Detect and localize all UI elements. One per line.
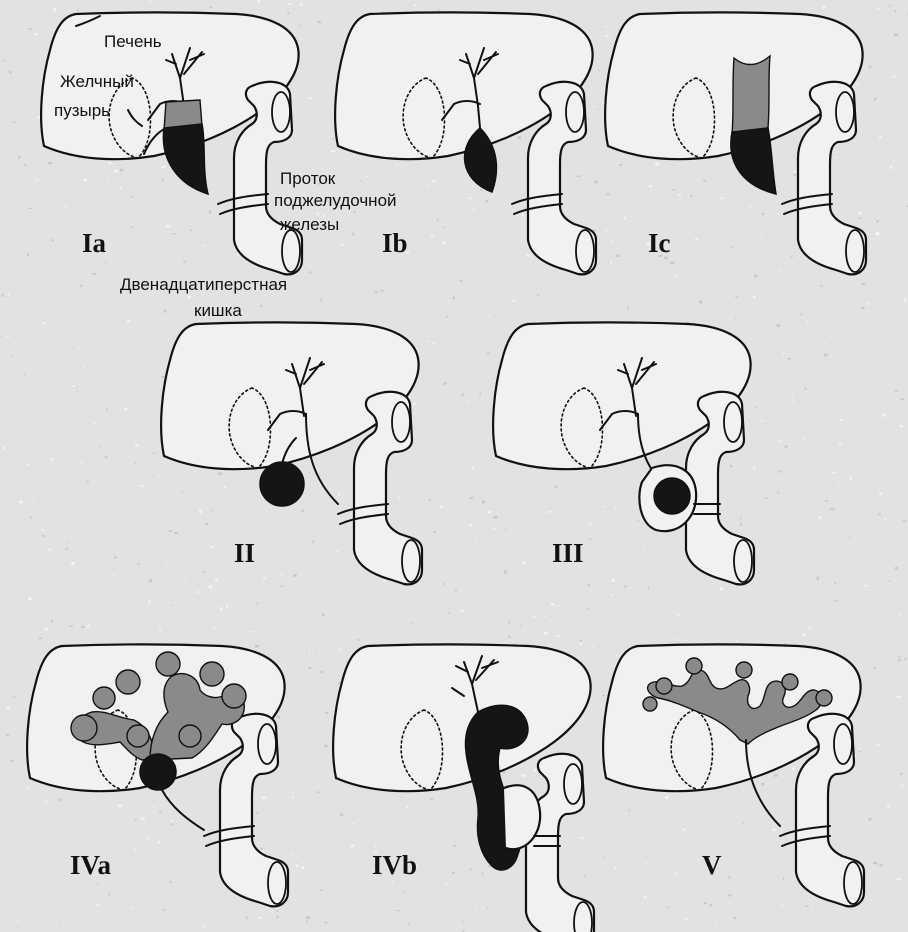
panel-IVb [333, 645, 594, 932]
cyst-black [163, 124, 208, 194]
type-label-V: V [702, 850, 722, 880]
choledochocele-black [654, 478, 690, 514]
duodenum-end-top [258, 724, 276, 764]
type-label-Ib: Ib [382, 228, 408, 258]
duodenum-end-top [724, 402, 742, 442]
panel-Ia [41, 13, 302, 275]
type-label-Ia: Ia [82, 228, 107, 258]
duodenum-end-bottom [574, 902, 592, 932]
panel-II [161, 323, 422, 585]
pancreatic-duct-label-line3: железы [280, 215, 339, 234]
type-label-IVb: IVb [372, 850, 417, 880]
duodenum-end-top [566, 92, 584, 132]
gallbladder-label-line2: пузырь [54, 101, 110, 120]
duodenum-end-bottom [402, 540, 420, 582]
pancreatic-duct-label-line1: Проток [280, 169, 336, 188]
gallbladder-label-line1: Желчный [60, 72, 134, 91]
duodenum-end-top [272, 92, 290, 132]
duodenum-end-top [564, 764, 582, 804]
extrahepatic-cyst-black [140, 754, 176, 790]
duodenum-end-top [836, 92, 854, 132]
duodenum-end-bottom [282, 230, 300, 272]
duodenum-end-bottom [268, 862, 286, 904]
duodenum-end-bottom [734, 540, 752, 582]
duodenum-end-bottom [846, 230, 864, 272]
dilated-duct-gray [732, 56, 770, 134]
panel-Ib [335, 13, 596, 275]
panel-Ic [605, 13, 866, 275]
duodenum-end-bottom [576, 230, 594, 272]
panel-V [603, 645, 864, 907]
panel-IVa [27, 645, 288, 907]
type-label-II: II [234, 538, 255, 568]
pancreatic-duct-label-line2: поджелудочной [274, 191, 397, 210]
duodenum-end-top [834, 724, 852, 764]
type-label-Ic: Ic [648, 228, 671, 258]
liver-label: Печень [104, 32, 162, 51]
duodenum-end-bottom [844, 862, 862, 904]
panel-III [493, 323, 754, 585]
common-channel [162, 790, 204, 830]
diverticulum-black [260, 462, 304, 506]
type-label-IVa: IVa [70, 850, 112, 880]
duodenum-label-line2: кишка [194, 301, 242, 320]
type-label-III: III [552, 538, 584, 568]
cyst-black [731, 128, 776, 194]
duodenum-label-line1: Двенадцатиперстная [120, 275, 287, 294]
duodenum-end-top [392, 402, 410, 442]
